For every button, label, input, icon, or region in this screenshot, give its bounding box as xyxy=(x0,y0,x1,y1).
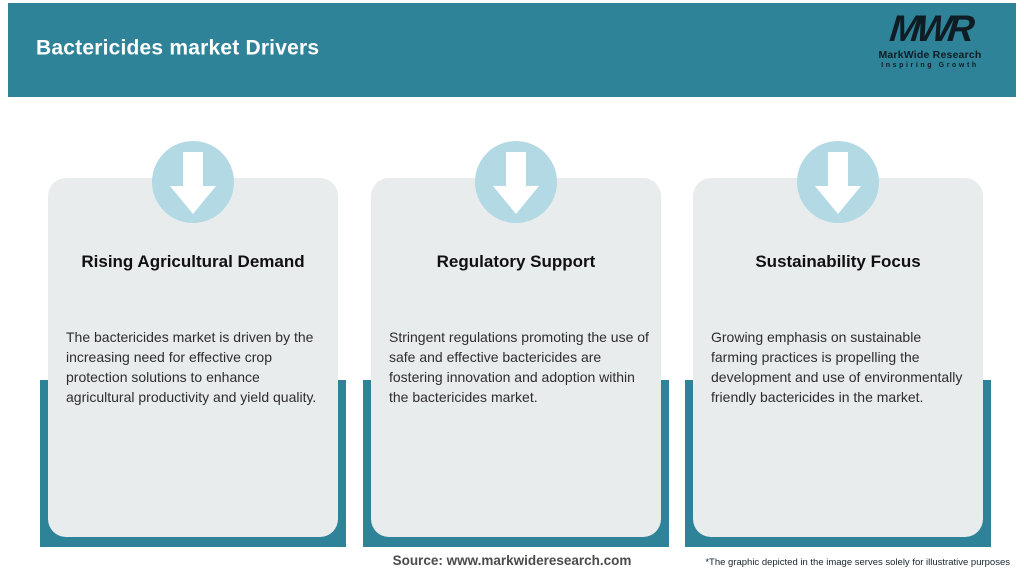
card-title: Rising Agricultural Demand xyxy=(81,252,305,271)
down-arrow-icon xyxy=(152,141,234,223)
driver-card-sustainability-focus: Sustainability Focus Growing emphasis on… xyxy=(685,141,991,547)
card-panel xyxy=(48,178,338,537)
page-title: Bactericides market Drivers xyxy=(36,36,320,60)
card-title: Regulatory Support xyxy=(436,252,596,271)
logo-name: MarkWide Research xyxy=(878,49,982,61)
disclaimer-text: *The graphic depicted in the image serve… xyxy=(705,557,1010,568)
card-body-text: The bactericides market is driven by the… xyxy=(66,329,317,405)
card-title: Sustainability Focus xyxy=(755,252,921,271)
logo-monogram-icon: MWR xyxy=(887,8,973,49)
driver-card-rising-agricultural-demand: Rising Agricultural Demand The bacterici… xyxy=(40,141,346,547)
card-body-text: Growing emphasis on sustainable farming … xyxy=(711,329,963,405)
down-arrow-icon xyxy=(797,141,879,223)
source-text: Source: www.markwideresearch.com xyxy=(392,553,632,568)
markwide-research-logo: MWR MarkWide Research Inspiring Growth xyxy=(870,8,990,69)
header-bar: Bactericides market Drivers MWR MarkWide… xyxy=(8,3,1016,97)
logo-tagline: Inspiring Growth xyxy=(881,62,979,69)
card-panel xyxy=(693,178,983,537)
driver-card-regulatory-support: Regulatory Support Stringent regulations… xyxy=(363,141,669,547)
card-body-text: Stringent regulations promoting the use … xyxy=(389,329,649,405)
card-panel xyxy=(371,178,661,537)
down-arrow-icon xyxy=(475,141,557,223)
